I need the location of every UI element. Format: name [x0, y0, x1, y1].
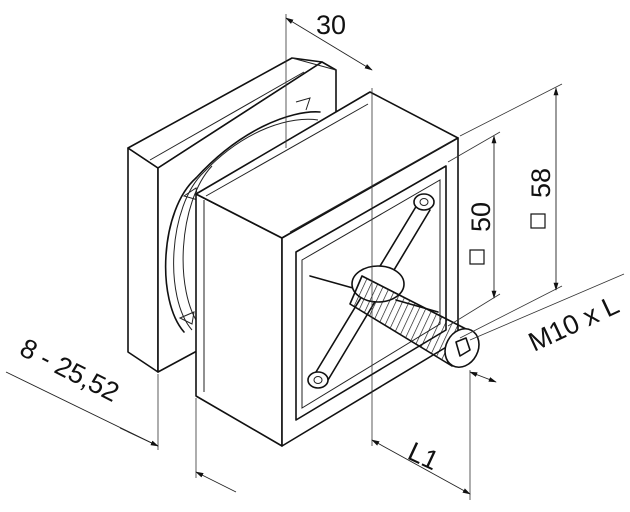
rubber-gasket [164, 97, 321, 333]
dim-thread-length: L1 [371, 370, 471, 500]
clamp-body [195, 91, 459, 447]
dim-depth: 30 [285, 10, 373, 446]
dim-thread: M10 x L [469, 273, 625, 383]
bolt-end [444, 328, 480, 368]
dim-inner-square: 50 [447, 131, 501, 327]
dim-depth-label: 30 [316, 10, 346, 40]
mount-hole-bottom [307, 371, 329, 389]
dim-inner-square-label: 50 [466, 202, 496, 232]
dim-thread-length-label: L1 [403, 436, 443, 476]
mount-hole-top [413, 193, 435, 211]
dim-thread-label: M10 x L [524, 290, 624, 358]
dim-outer-square-label: 58 [526, 168, 556, 198]
square-symbol-icon [530, 213, 546, 229]
threaded-bolt [349, 275, 480, 368]
dim-outer-square: 58 [459, 83, 563, 339]
dim-glass-thickness-label: 8 - 25,52 [15, 333, 124, 408]
square-symbol-icon [469, 249, 485, 265]
hex-socket-icon [455, 337, 471, 357]
